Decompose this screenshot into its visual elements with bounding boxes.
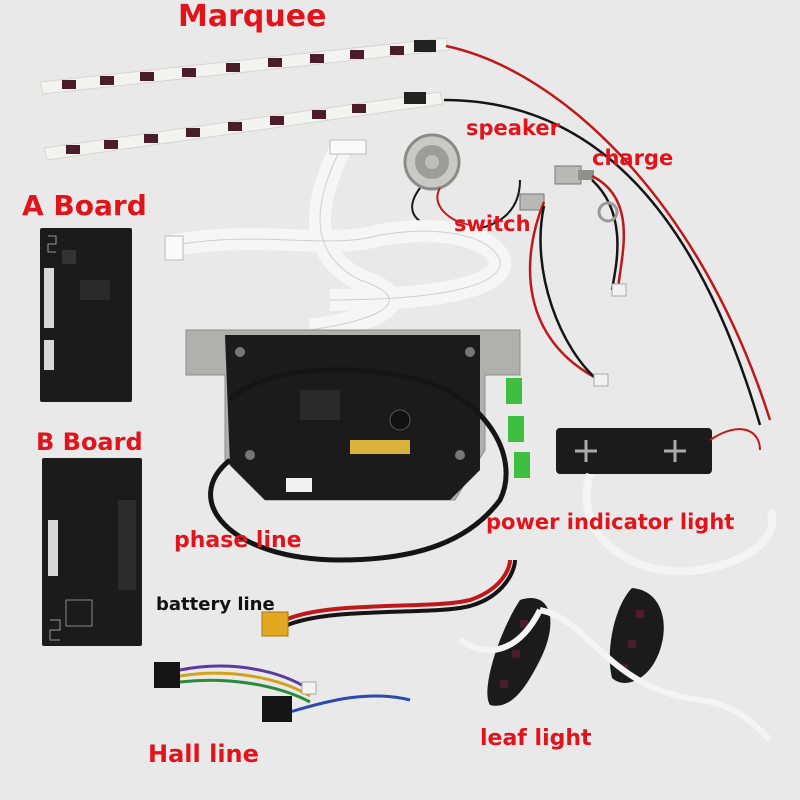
b-board-label: B Board	[36, 428, 143, 456]
ribbon-cable	[164, 139, 512, 341]
marquee-led-strip-bottom	[43, 91, 444, 161]
phase-line-label: phase line	[174, 528, 302, 553]
power-indicator-light-label: power indicator light	[486, 510, 735, 534]
leaf-light-label: leaf light	[480, 726, 592, 751]
hall-line-label: Hall line	[148, 740, 259, 768]
a-board-label: A Board	[22, 189, 147, 222]
a-board	[40, 228, 132, 402]
switch	[519, 193, 619, 387]
switch-label: switch	[454, 212, 531, 236]
marquee-led-strip-top	[39, 37, 450, 95]
charge-port	[554, 165, 627, 297]
battery-line	[261, 559, 517, 637]
marquee-label: Marquee	[178, 0, 327, 34]
marquee-wire-red	[445, 44, 772, 421]
marquee-wire-black	[443, 98, 762, 426]
battery-line-label: battery line	[156, 594, 275, 615]
speaker	[403, 133, 521, 232]
leaf-light-cable	[458, 607, 773, 743]
hall-line	[154, 662, 411, 722]
charge-label: charge	[592, 146, 674, 170]
phase-line-cable	[208, 367, 509, 563]
phase-line-connectors	[506, 378, 530, 478]
b-board	[42, 458, 142, 646]
power-indicator-board	[556, 428, 777, 576]
speaker-label: speaker	[466, 116, 560, 140]
